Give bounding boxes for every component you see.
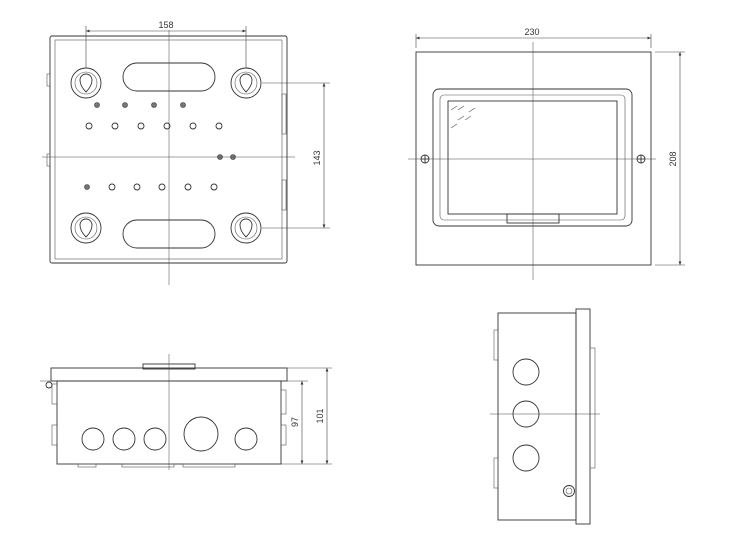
back-view-outline: [49, 35, 288, 264]
dim-97: 97: [290, 417, 300, 427]
back-holes: [84, 102, 236, 191]
dim-101: 101: [315, 408, 325, 423]
side-knockouts: [512, 358, 540, 472]
keyhole-mount-bl: [70, 212, 102, 244]
dim-143: 143: [312, 150, 322, 165]
keyhole-mount-tr: [230, 67, 262, 99]
dim-208: 208: [668, 151, 678, 166]
keyhole-mount-br: [230, 212, 262, 244]
window-frame: [432, 88, 633, 227]
nut-icon: [563, 485, 575, 497]
window-glass: [447, 100, 618, 215]
side-view: [490, 308, 600, 525]
bottom-view: 97 101: [40, 354, 332, 470]
hinge-marks: [450, 105, 476, 129]
keyhole-mount-tl: [70, 67, 102, 99]
dim-158: 158: [158, 20, 173, 30]
side-view-lid: [575, 308, 591, 525]
front-view-outline: [415, 51, 652, 266]
front-view: 230 208: [408, 27, 685, 280]
dim-230: 230: [524, 27, 539, 37]
knockout-holes: [81, 416, 258, 452]
back-view: 158 143: [42, 20, 330, 285]
